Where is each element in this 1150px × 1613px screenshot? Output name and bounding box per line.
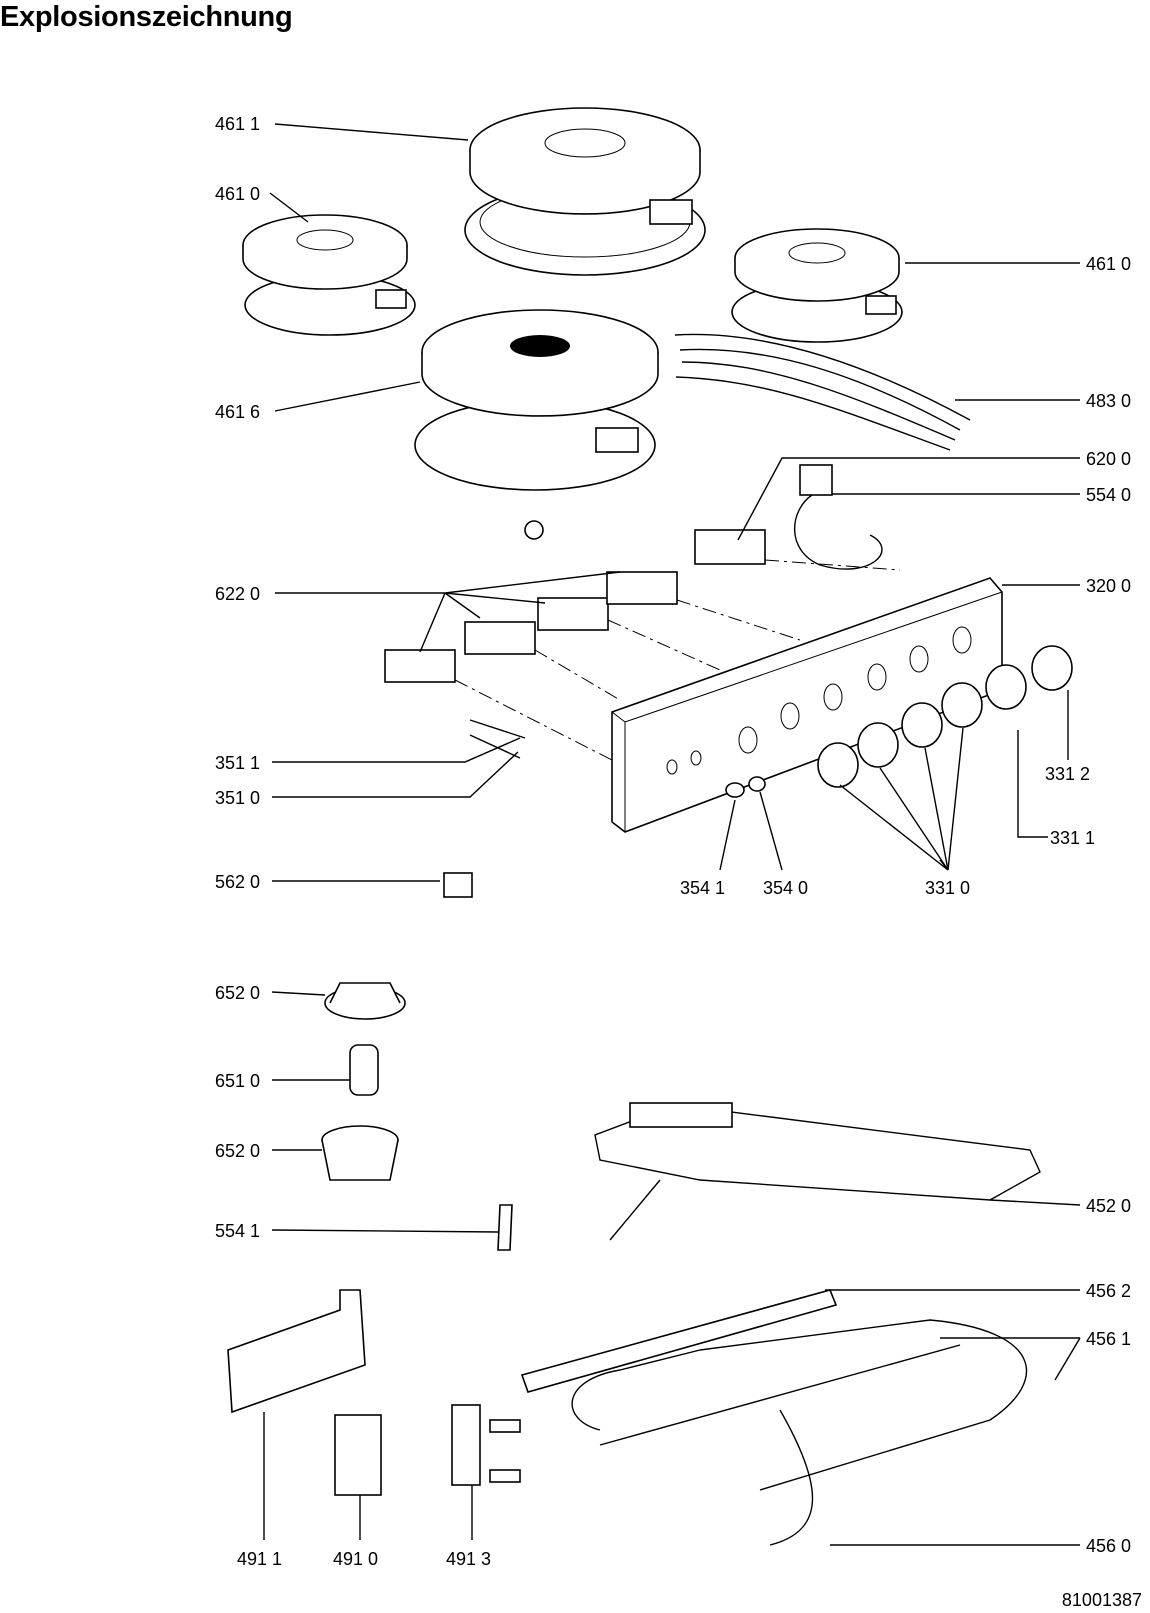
- label-554-1: 554 1: [215, 1221, 260, 1241]
- bracket-456-2: [520, 1289, 838, 1393]
- lamp-socket-652-0-top: [324, 982, 406, 1020]
- label-461-6: 461 6: [215, 402, 260, 422]
- terminal-block-491-0: [334, 1414, 382, 1496]
- indicator-lamps: [725, 776, 766, 798]
- cables-351: [469, 719, 526, 759]
- thermostat-554-0: [793, 464, 883, 570]
- bracket-491-1: [227, 1289, 366, 1414]
- knobs: [817, 645, 1073, 788]
- page-title: Explosionszeichnung: [0, 1, 293, 33]
- nut: [524, 520, 544, 540]
- hotplate-461-6: [414, 309, 659, 491]
- leader-lines: [263, 123, 1081, 1546]
- lamp-cover-652-0: [321, 1125, 399, 1181]
- hotplate-461-0-right: [731, 228, 903, 343]
- label-461-1: 461 1: [215, 114, 260, 134]
- label-491-0: 491 0: [333, 1549, 378, 1569]
- label-461-0-left: 461 0: [215, 184, 260, 204]
- label-320-0: 320 0: [1086, 576, 1131, 596]
- label-620-0: 620 0: [1086, 449, 1131, 469]
- hotplate-461-1: [464, 107, 706, 276]
- document-number: 81001387: [1061, 1590, 1142, 1610]
- label-456-2: 456 2: [1086, 1281, 1131, 1301]
- clip-554-1: [497, 1204, 513, 1251]
- label-331-2: 331 2: [1045, 764, 1090, 784]
- label-652-0-top: 652 0: [215, 983, 260, 1003]
- label-331-0: 331 0: [925, 878, 970, 898]
- label-483-0: 483 0: [1086, 391, 1131, 411]
- label-331-1: 331 1: [1050, 828, 1095, 848]
- clip-562-0: [443, 872, 473, 898]
- label-456-0: 456 0: [1086, 1536, 1131, 1556]
- label-651-0: 651 0: [215, 1071, 260, 1091]
- label-456-1: 456 1: [1086, 1329, 1131, 1349]
- label-554-0: 554 0: [1086, 485, 1131, 505]
- heating-element-452-0: [594, 1102, 1041, 1241]
- label-452-0: 452 0: [1086, 1196, 1131, 1216]
- label-491-1: 491 1: [237, 1549, 282, 1569]
- label-354-0: 354 0: [763, 878, 808, 898]
- label-491-3: 491 3: [446, 1549, 491, 1569]
- terminal-491-3: [451, 1404, 521, 1486]
- label-622-0: 622 0: [215, 584, 260, 604]
- switches-622-0: [384, 529, 766, 683]
- label-652-0-bottom: 652 0: [215, 1141, 260, 1161]
- bulb-651-0: [349, 1044, 379, 1096]
- hotplate-461-0-left: [242, 214, 416, 336]
- label-354-1: 354 1: [680, 878, 725, 898]
- label-461-0-right: 461 0: [1086, 254, 1131, 274]
- label-351-1: 351 1: [215, 753, 260, 773]
- part-labels: 461 1 461 0 461 0 461 6 483 0 620 0 554 …: [215, 114, 1131, 1569]
- heating-element-456: [571, 1319, 1028, 1546]
- label-562-0: 562 0: [215, 872, 260, 892]
- wire-harness-483-0: [674, 333, 971, 451]
- label-351-0: 351 0: [215, 788, 260, 808]
